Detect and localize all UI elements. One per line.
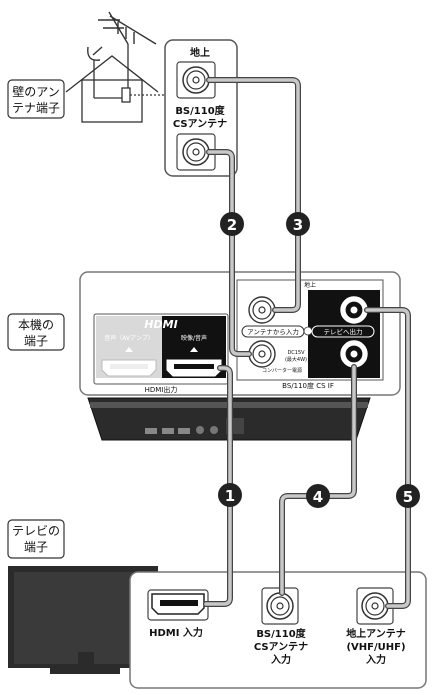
tv-terr-label-line1: 地上アンテナ <box>346 627 406 640</box>
hdmi-audio-port[interactable] <box>101 359 157 377</box>
satellite-dish-icon <box>87 46 103 61</box>
tv-out-pill <box>311 325 375 338</box>
marker-1: 1 <box>218 483 242 507</box>
wall-terrestrial-port[interactable] <box>176 61 216 99</box>
cable-3 <box>206 77 301 313</box>
antenna-icon <box>98 11 157 45</box>
tv-label-box <box>7 519 65 559</box>
svg-text:4: 4 <box>313 488 323 506</box>
tv-label-line1: テレビの <box>12 524 60 538</box>
tv-out-label: テレビへ出力 <box>324 327 363 336</box>
tv-bs-label-line3: 入力 <box>271 653 291 666</box>
tv-bs-label-line2: CSアンテナ <box>254 641 308 653</box>
hdmi-video-port[interactable] <box>166 359 222 377</box>
wall-bs-label-line1: BS/110度 <box>175 104 225 117</box>
tv-terr-label-line2: (VHF/UHF) <box>346 642 405 653</box>
power-line1: DC15V <box>287 350 305 356</box>
wall-label-box <box>7 79 65 119</box>
terrestrial-input-port[interactable] <box>248 296 276 324</box>
tv-hdmi-input-port[interactable] <box>147 589 209 621</box>
tv-terr-label-line3: 入力 <box>366 653 386 666</box>
hdmi-audio-arrow-icon <box>125 347 133 352</box>
svg-text:2: 2 <box>227 216 237 234</box>
power-line2: (最大4W) <box>285 356 307 363</box>
junction-dot-icon <box>303 326 313 336</box>
marker-2: 2 <box>220 212 244 236</box>
cable-5 <box>364 307 411 609</box>
tv-bs-label-line1: BS/110度 <box>256 627 306 640</box>
hdmi-video-arrow-icon <box>190 347 198 352</box>
tv-bs-input-port[interactable] <box>261 587 299 625</box>
svg-text:3: 3 <box>293 216 303 234</box>
hdmi-audio-caption: 音声（AVアンプ） <box>104 334 153 342</box>
svg-text:1: 1 <box>225 487 235 505</box>
panel-bs-label: BS/110度 CS IF <box>282 381 334 390</box>
power-line3: コンバーター電源 <box>262 367 302 374</box>
terrestrial-output-port[interactable] <box>340 296 368 324</box>
hdmi-logo: HDMI <box>144 318 177 331</box>
bs-input-port[interactable] <box>248 340 276 368</box>
device-label-line1: 本機の <box>18 317 54 332</box>
cable-2 <box>206 149 252 357</box>
wall-terrestrial-label: 地上 <box>190 46 210 59</box>
device-label-box <box>7 313 65 351</box>
marker-3: 3 <box>286 212 310 236</box>
tv-terrestrial-input-port[interactable] <box>356 587 394 625</box>
wall-label-line2: テナ端子 <box>12 101 60 115</box>
hdmi-output-label: HDMI出力 <box>145 385 178 394</box>
bs-output-port[interactable] <box>340 340 368 368</box>
wall-bs-label-line2: CSアンテナ <box>173 118 227 130</box>
hdmi-output-group: HDMI 音声（AVアンプ） 映像/音声 HDMI出力 <box>93 313 229 394</box>
marker-5: 5 <box>396 484 420 508</box>
house-icon <box>65 44 165 123</box>
panel-terrestrial-label: 地上 <box>304 281 316 289</box>
hdmi-video-caption: 映像/音声 <box>181 334 207 342</box>
svg-text:5: 5 <box>403 488 413 506</box>
marker-4: 4 <box>306 484 330 508</box>
tv-label-line2: 端子 <box>24 540 48 554</box>
tv-hdmi-input-label: HDMI 入力 <box>149 626 203 639</box>
wall-bs-port[interactable] <box>176 133 216 171</box>
antenna-terminal-group: 地上 アンテナから入力 テレビへ出力 DC15V (最大4W) コンバーター電源 <box>236 279 384 390</box>
antenna-in-label: アンテナから入力 <box>247 327 299 336</box>
wall-label-line1: 壁のアン <box>12 84 60 99</box>
device-label-line2: 端子 <box>24 334 48 348</box>
